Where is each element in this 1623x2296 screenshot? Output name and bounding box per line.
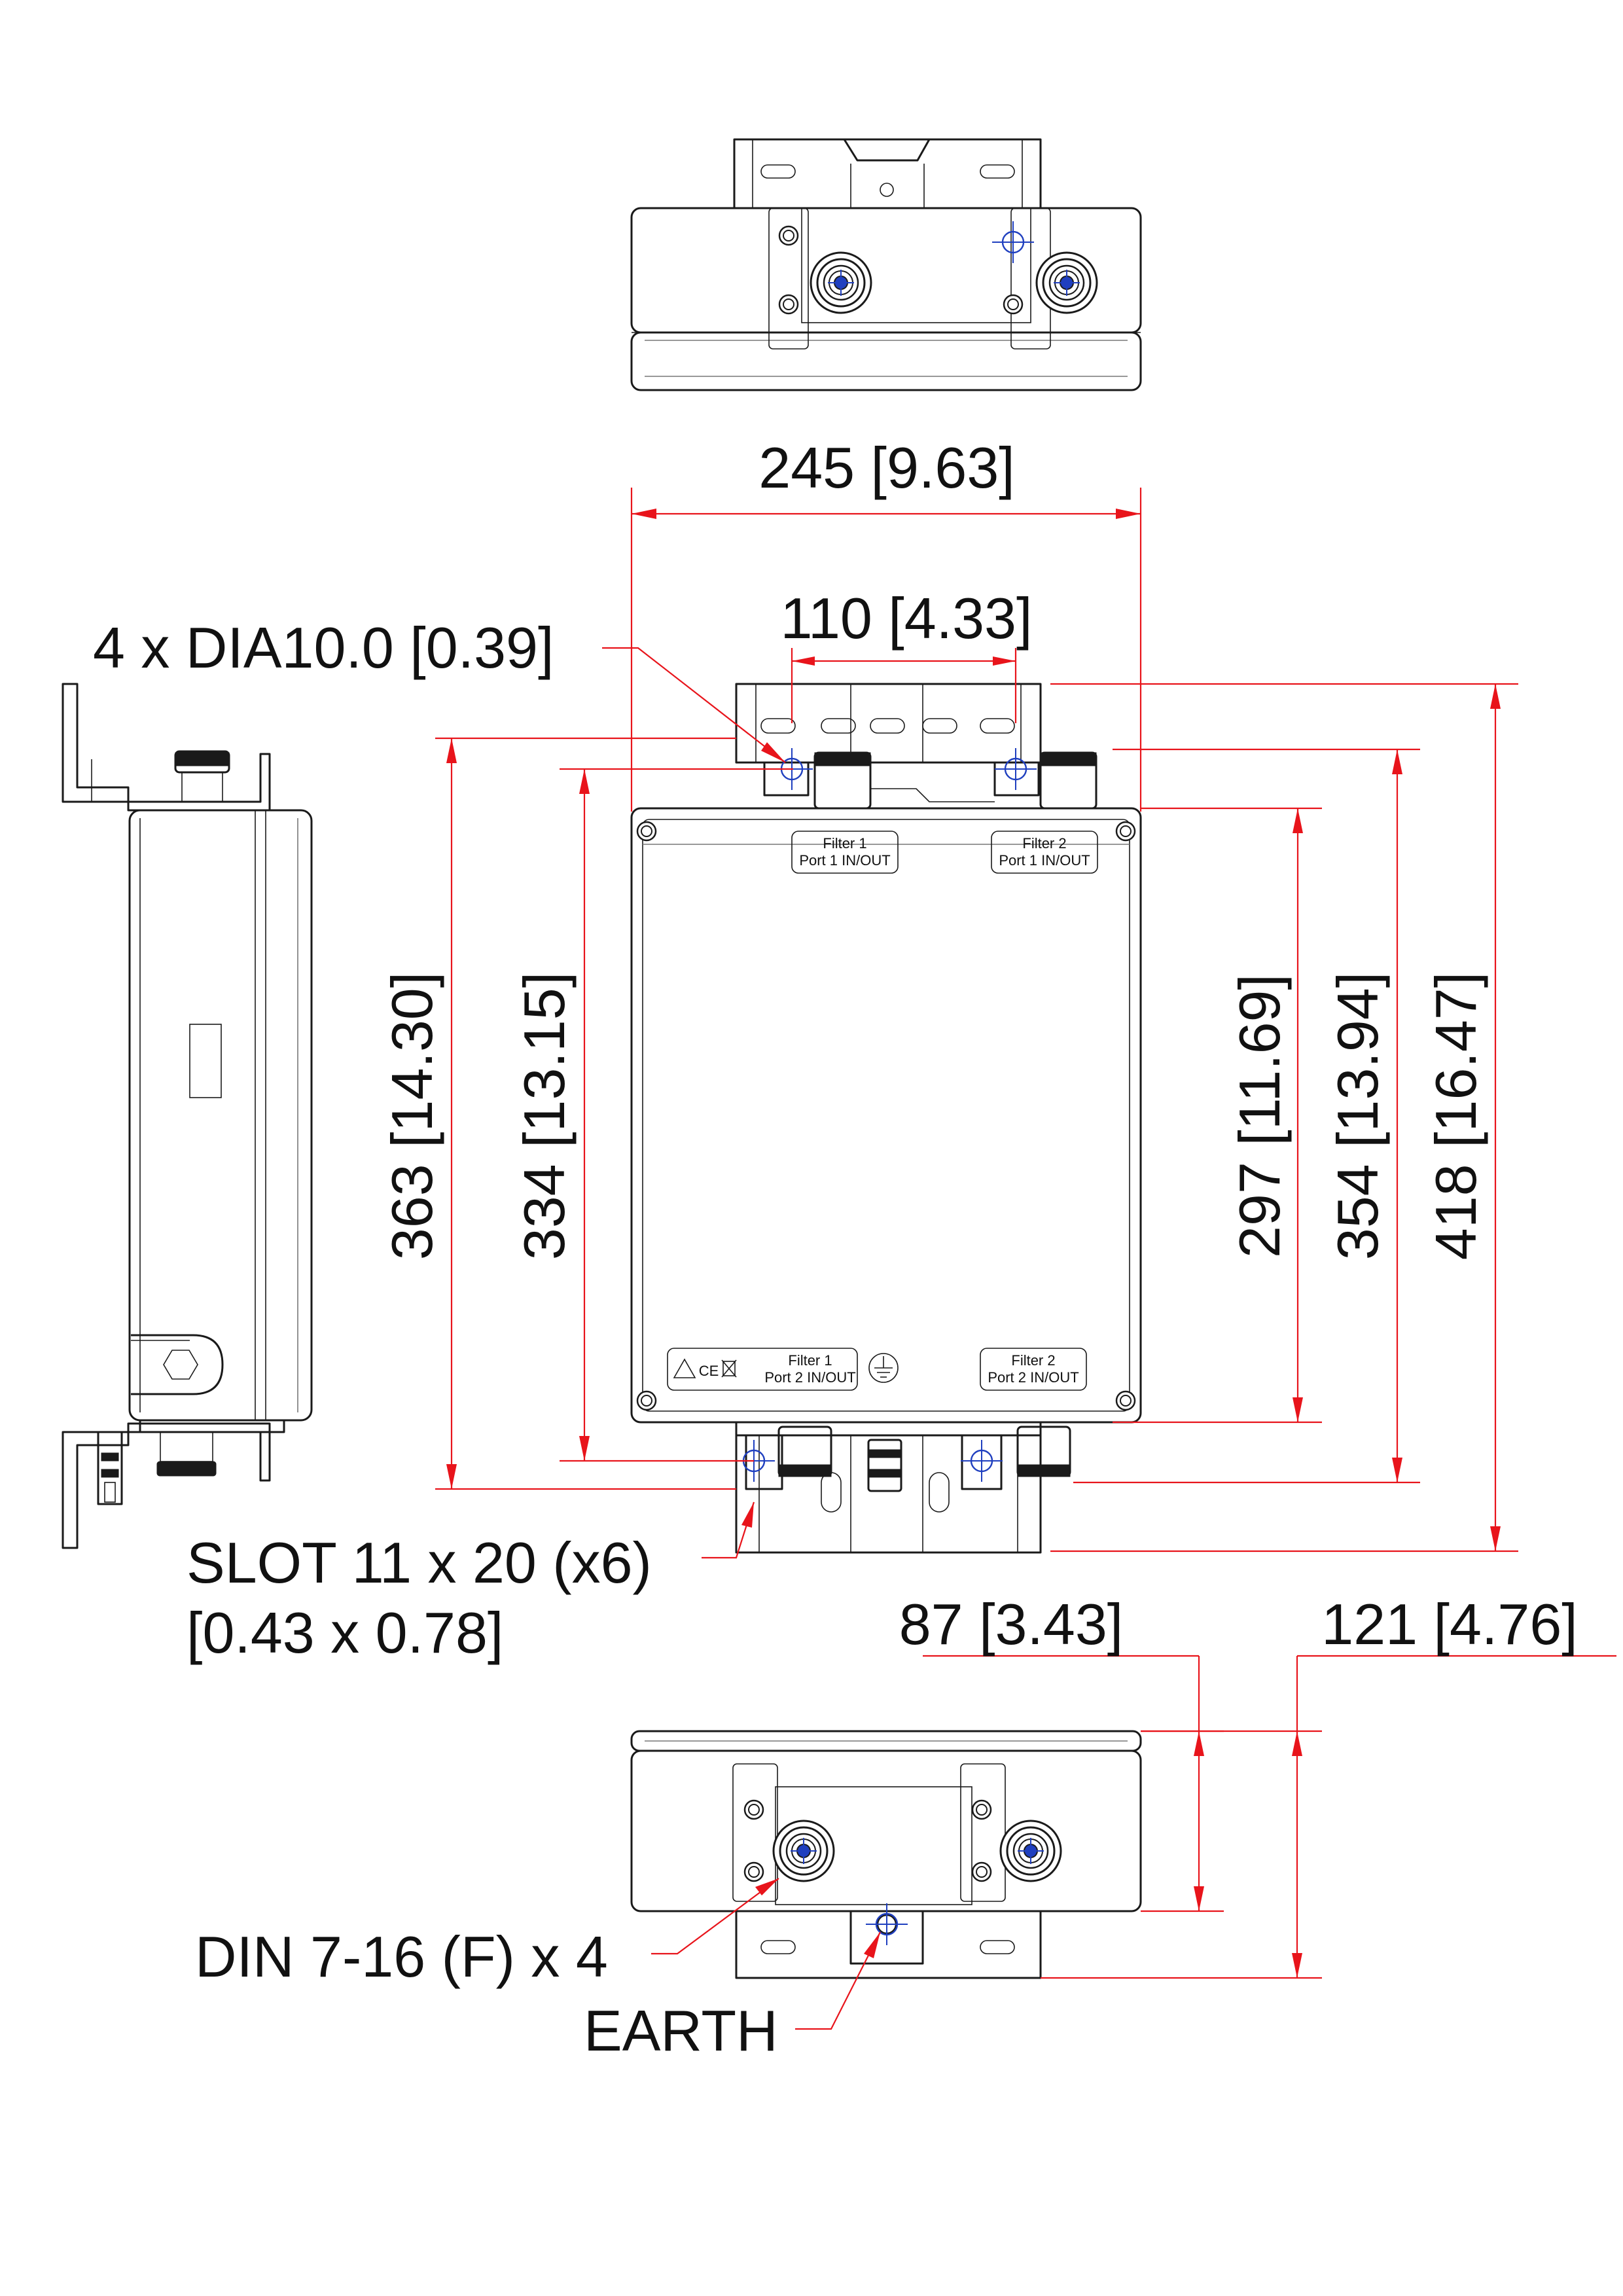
label-filter1-port2-line1: Filter 1 [788,1352,832,1369]
dim-height-334: 334 [13.15] [512,972,577,1260]
callout-text: 4 x DIA10.0 [0.39] SLOT 11 x 20 (x6) [0.… [93,615,778,2063]
front-view-bottom-bracket [732,1421,1071,1554]
dimension-lines [435,488,1616,2030]
dimension-text: 245 [9.63] 110 [4.33] 363 [14.30] 334 [1… [380,435,1578,1657]
top-view-housing [630,207,1142,391]
dim-height-354: 354 [13.94] [1325,972,1390,1260]
dim-slot-spacing: 110 [4.33] [781,586,1033,651]
label-filter1-port1-line1: Filter 1 [823,835,866,852]
label-filter2-port2-line1: Filter 2 [1011,1352,1055,1369]
callout-slot-line1: SLOT 11 x 20 (x6) [187,1530,652,1595]
ce-mark: CE [699,1363,719,1379]
label-filter2-port1-line1: Filter 2 [1022,835,1066,852]
callout-connectors: DIN 7-16 (F) x 4 [195,1924,608,1989]
callout-slot-line2: [0.43 x 0.78] [187,1600,503,1665]
dim-depth-87: 87 [3.43] [899,1592,1124,1657]
dim-width-overall: 245 [9.63] [758,435,1014,500]
top-view-bracket [733,138,1042,209]
label-filter1-port1-line2: Port 1 IN/OUT [799,852,890,869]
callout-holes: 4 x DIA10.0 [0.39] [93,615,554,680]
label-filter2-port2: Filter 2 Port 2 IN/OUT [980,1348,1087,1391]
top-view [630,138,1142,391]
ground-symbol [868,1353,899,1383]
dim-height-363: 363 [14.30] [380,972,444,1260]
label-filter2-port1-line2: Port 1 IN/OUT [999,852,1090,869]
front-view: Filter 1 Port 1 IN/OUT Filter 2 Port 1 I… [630,683,1142,1554]
callout-earth: EARTH [584,1998,778,2063]
dim-height-418: 418 [16.47] [1423,972,1488,1260]
compliance-marks: CE Filter 1 Port 2 IN/OUT [667,1348,858,1391]
label-filter1-port1: Filter 1 Port 1 IN/OUT [791,831,899,874]
label-filter2-port2-line2: Port 2 IN/OUT [988,1369,1079,1386]
front-view-top-bracket [735,683,1097,810]
dim-height-297: 297 [11.69] [1227,974,1292,1258]
label-filter1-port2-line2: Port 2 IN/OUT [764,1369,855,1386]
label-filter2-port1: Filter 2 Port 1 IN/OUT [991,831,1098,874]
side-view [62,683,313,1549]
bottom-view [630,1730,1142,1979]
front-view-housing: Filter 1 Port 1 IN/OUT Filter 2 Port 1 I… [630,807,1142,1424]
dim-depth-121: 121 [4.76] [1321,1592,1577,1657]
